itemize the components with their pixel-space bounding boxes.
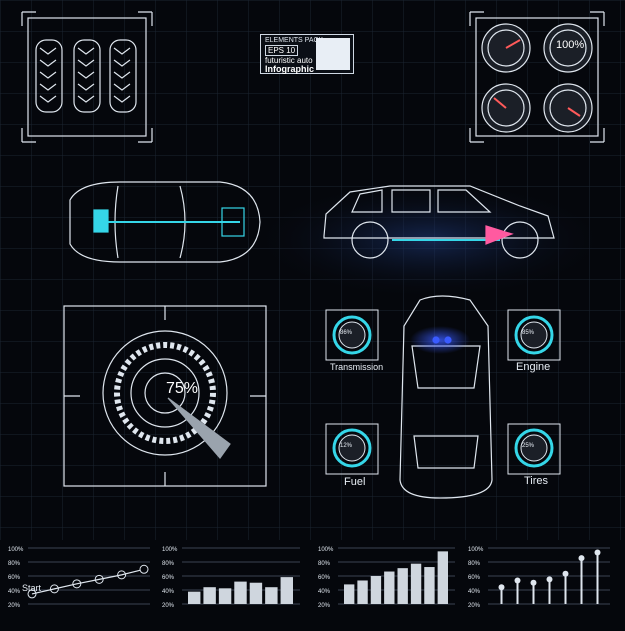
chart-point	[139, 564, 149, 574]
chart-bar	[437, 551, 448, 604]
chart-bar-cap	[594, 549, 601, 556]
chart-bar	[548, 579, 551, 604]
radar-panel	[63, 305, 267, 487]
chart-tick-label: 40%	[468, 589, 481, 595]
chart-tick-label: 60%	[318, 575, 331, 581]
radar-value-label: 75%	[166, 380, 199, 397]
chart-tick-label: 40%	[162, 589, 175, 595]
chart-tick-label: 20%	[8, 603, 21, 609]
chart-tick-label: 60%	[8, 575, 21, 581]
chart-bar	[203, 587, 216, 604]
chart-bar	[410, 563, 422, 604]
chart-tick-label: 100%	[8, 547, 24, 553]
chart-tick-label: 60%	[162, 575, 175, 581]
chart-tick-label: 20%	[318, 603, 331, 609]
bottom-charts: 100% 80% 60% 40% 20% 100% 80% 60% 40% 20% 100% 80% 6…	[8, 547, 610, 609]
speedometer-icon	[481, 23, 531, 73]
chart-bar	[500, 587, 503, 604]
fuel-gauge-icon	[543, 83, 593, 133]
fuel-label: Fuel	[344, 476, 366, 488]
car-front-view	[399, 295, 493, 499]
transmission-gauge	[325, 309, 379, 361]
chart-tick-label: 80%	[162, 561, 175, 567]
logo-icon	[316, 38, 350, 70]
chart-bar	[218, 588, 232, 604]
tires-label: Tires	[524, 475, 549, 487]
chart-bar	[188, 591, 201, 604]
chart-tick-label: 40%	[318, 589, 331, 595]
transmission-label: Transmission	[330, 362, 384, 372]
chart-bar-cap	[578, 555, 585, 562]
tire-icon	[35, 39, 63, 113]
chart-bar-cap	[514, 577, 521, 584]
percent-gauge-icon	[543, 23, 593, 73]
chart-bar	[596, 552, 599, 604]
chart-tick-label: 100%	[468, 547, 484, 553]
chart-bar	[580, 558, 583, 604]
chart-bar	[234, 581, 247, 604]
chart-bar	[344, 584, 355, 604]
chart-bar	[249, 582, 263, 604]
chart-tick-label: 80%	[468, 561, 481, 567]
chart-bar-cap	[498, 584, 505, 591]
elements-pack-badge: ELEMENTS PACK EPS 10 futuristic auto Inf…	[260, 34, 354, 74]
gauge-percent-label: 100%	[556, 39, 585, 51]
line-chart-start-label: Start	[22, 583, 42, 593]
chart-tick-label: 80%	[8, 561, 21, 567]
chart-bar	[357, 580, 368, 604]
tires-percent: 25%	[522, 443, 535, 449]
badge-line1: ELEMENTS PACK	[265, 37, 324, 44]
chart-bar	[564, 573, 567, 604]
chart-bar	[265, 587, 278, 604]
chart-tick-label: 20%	[162, 603, 175, 609]
tire-panel	[21, 11, 153, 143]
chart-bar	[424, 567, 435, 604]
engine-label: Engine	[516, 361, 551, 373]
badge-line3: futuristic auto	[265, 56, 313, 65]
tire-icon	[109, 39, 137, 113]
chart-tick-label: 100%	[162, 547, 178, 553]
badge-line2: EPS 10	[265, 45, 299, 56]
car-top-view	[69, 181, 261, 263]
engine-gauge	[507, 309, 561, 361]
engine-percent: 85%	[522, 330, 535, 336]
chart-tick-label: 80%	[318, 561, 331, 567]
chart-bar	[384, 571, 395, 604]
tires-gauge	[507, 423, 561, 475]
chart-tick-label: 100%	[318, 547, 334, 553]
tachometer-icon	[481, 83, 531, 133]
chart-tick-label: 40%	[8, 589, 21, 595]
tire-icon	[73, 39, 101, 113]
car-side-view	[323, 185, 555, 259]
chart-bar	[516, 580, 519, 604]
chart-bar	[532, 582, 535, 604]
transmission-percent: 86%	[340, 330, 353, 336]
chart-line	[31, 568, 145, 595]
gauge-panel	[469, 11, 605, 143]
fuel-gauge	[325, 423, 379, 475]
chart-tick-label: 60%	[468, 575, 481, 581]
chart-bar-cap	[562, 570, 569, 577]
badge-line4: Infographic	[265, 64, 314, 74]
chart-bar-cap	[546, 576, 553, 583]
chart-bar-cap	[530, 579, 537, 586]
chart-bar	[397, 568, 408, 604]
chart-tick-label: 20%	[468, 603, 481, 609]
fuel-percent: 12%	[340, 443, 353, 449]
chart-bar	[280, 577, 293, 604]
chart-bar	[370, 576, 382, 604]
